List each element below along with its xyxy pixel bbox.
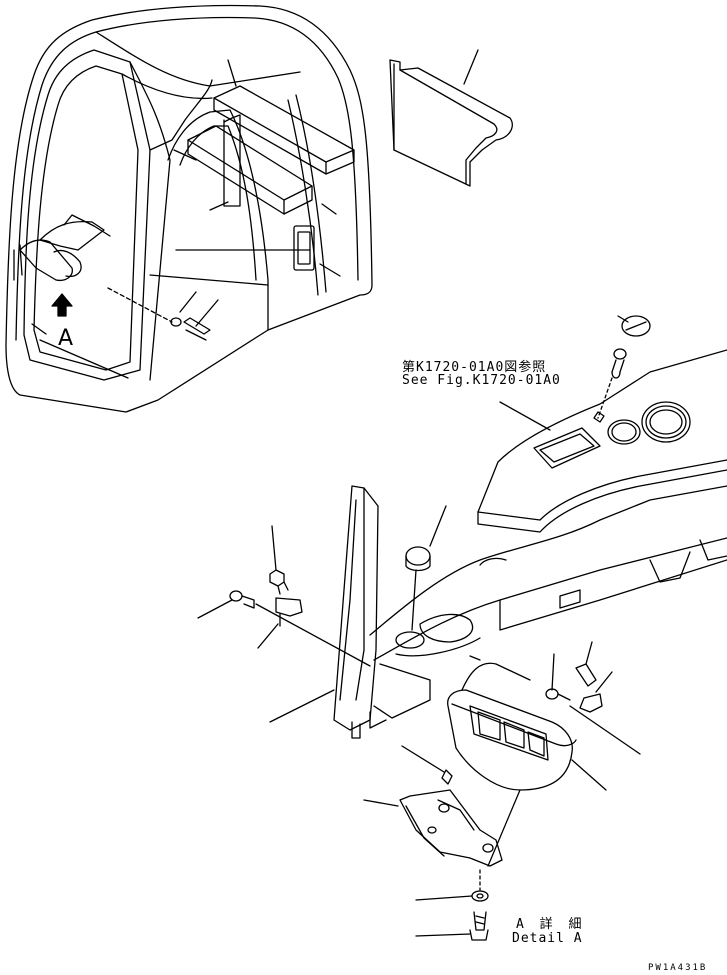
detail-label-jp: A 詳 細 (516, 917, 586, 932)
left-fasteners (197, 525, 371, 723)
cab-overview (5, 4, 373, 413)
view-arrow-icon (51, 293, 73, 317)
reference-label-jp: 第K1720-01A0図参照 (402, 360, 547, 375)
side-panel (333, 485, 431, 739)
drawing-code: PW1A431B (648, 963, 708, 973)
plug (405, 505, 447, 631)
reference-label-en: See Fig.K1720-01A0 (402, 373, 561, 388)
detail-label-en: Detail A (512, 931, 583, 946)
view-callout-label: A (58, 326, 74, 351)
view-callout-leader (31, 323, 47, 335)
right-console (369, 315, 727, 661)
washer-bolt (415, 869, 489, 941)
monitor-cover (447, 655, 607, 791)
right-fasteners (545, 641, 641, 755)
floor-mat-panel (389, 49, 513, 187)
reference-leader (499, 401, 551, 431)
bracket (363, 745, 521, 867)
